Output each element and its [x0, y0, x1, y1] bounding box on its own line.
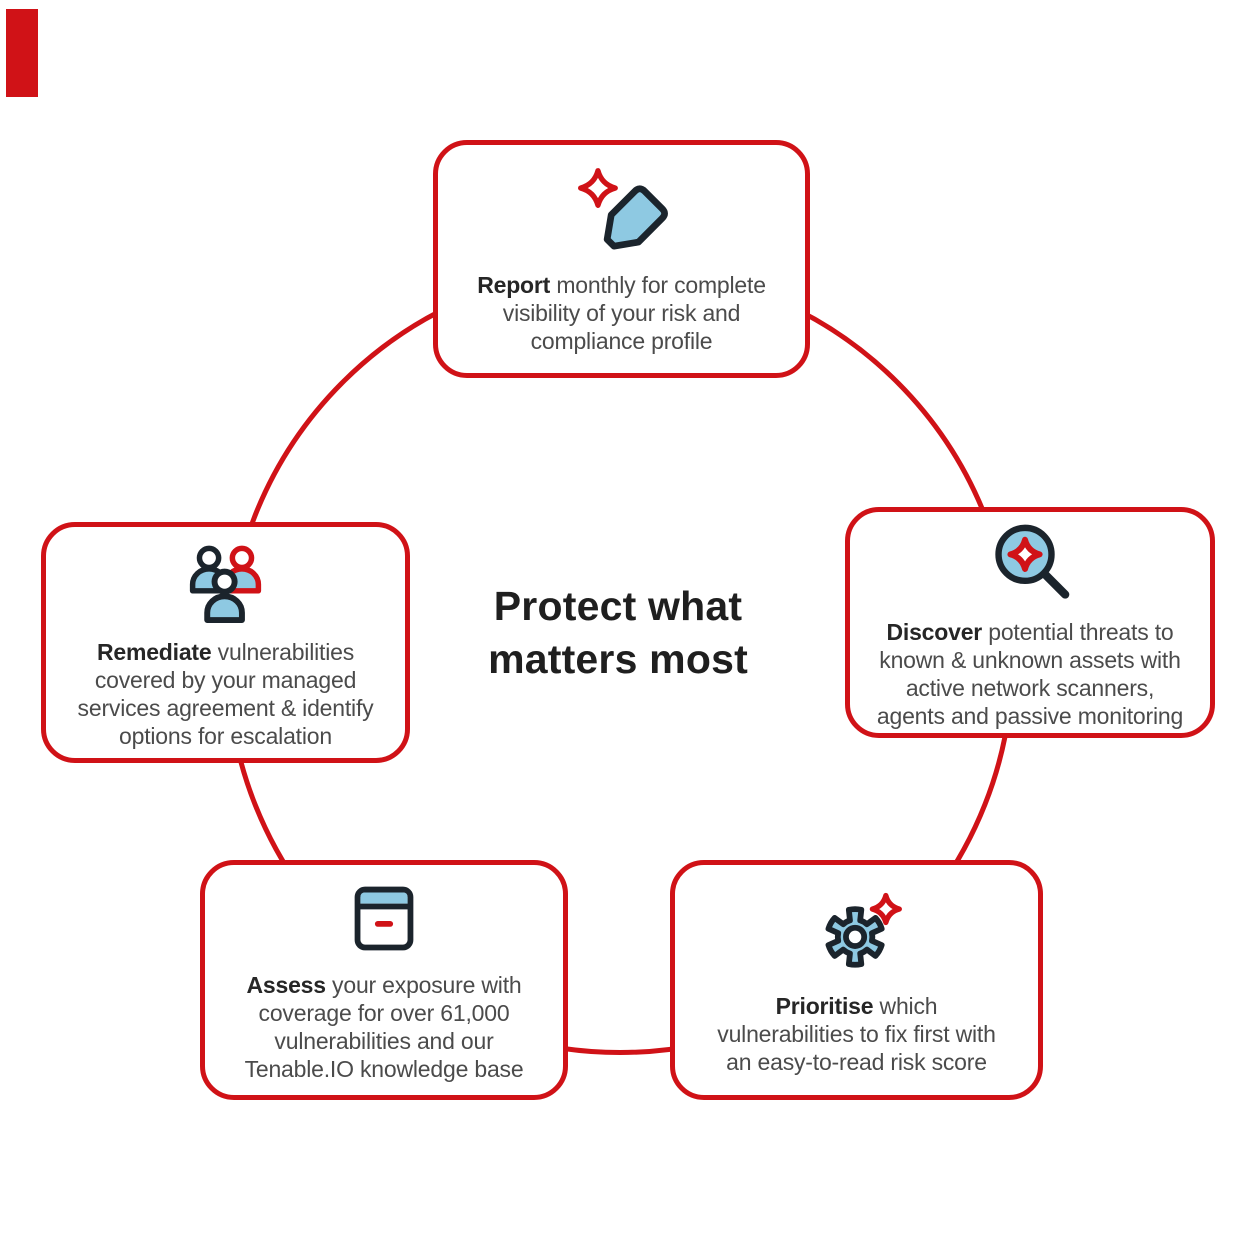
prioritise-line: an easy-to-read risk score	[726, 1048, 987, 1075]
discover-card: Discover potential threats to known & un…	[845, 507, 1215, 738]
report-line: Report monthly for complete	[477, 271, 766, 298]
assess-text: Assess your exposure with coverage for o…	[245, 971, 524, 1083]
discover-line: active network scanners,	[905, 674, 1155, 701]
discover-keyword: Discover	[886, 618, 983, 645]
assess-keyword: Assess	[246, 971, 326, 998]
assess-card: Assess your exposure with coverage for o…	[200, 860, 568, 1100]
discover-line: agents and passive monitoring	[876, 702, 1184, 729]
report-text: Report monthly for complete visibility o…	[477, 271, 766, 355]
prioritise-line: vulnerabilities to fix first with	[717, 1020, 996, 1047]
remediate-line: Remediate vulnerabilities	[96, 638, 355, 665]
prioritise-line: Prioritise which	[775, 992, 938, 1019]
browser-window-icon	[341, 878, 427, 964]
report-keyword: Report	[477, 271, 551, 298]
magnifier-sparkle-icon	[983, 516, 1078, 611]
discover-text: Discover potential threats to known & un…	[877, 618, 1183, 730]
prioritise-text: Prioritise which vulnerabilities to fix …	[717, 992, 996, 1076]
remediate-card: Remediate vulnerabilities covered by you…	[41, 522, 410, 763]
remediate-text: Remediate vulnerabilities covered by you…	[78, 638, 374, 750]
page-title: Protect what matters most	[368, 580, 868, 686]
report-line: compliance profile	[530, 327, 713, 354]
assess-line: coverage for over 61,000	[258, 999, 510, 1026]
remediate-keyword: Remediate	[96, 638, 212, 665]
assess-line: Assess your exposure with	[246, 971, 522, 998]
assess-line: vulnerabilities and our	[274, 1027, 494, 1054]
remediate-line: services agreement & identify	[77, 694, 374, 721]
page-title-line2: matters most	[488, 636, 748, 682]
discover-line: known & unknown assets with	[879, 646, 1181, 673]
prioritise-card: Prioritise which vulnerabilities to fix …	[670, 860, 1043, 1100]
gear-sparkle-icon	[807, 885, 907, 985]
remediate-line: options for escalation	[119, 722, 332, 749]
pencil-sparkle-icon	[572, 164, 672, 264]
assess-line: Tenable.IO knowledge base	[244, 1055, 524, 1082]
discover-line: Discover potential threats to	[886, 618, 1174, 645]
people-group-icon	[178, 536, 273, 631]
report-line: visibility of your risk and	[502, 299, 741, 326]
page-title-line1: Protect what	[493, 583, 743, 629]
prioritise-keyword: Prioritise	[775, 992, 874, 1019]
red-corner-mark	[6, 9, 38, 97]
remediate-line: covered by your managed	[94, 666, 357, 693]
report-card: Report monthly for complete visibility o…	[433, 140, 810, 378]
